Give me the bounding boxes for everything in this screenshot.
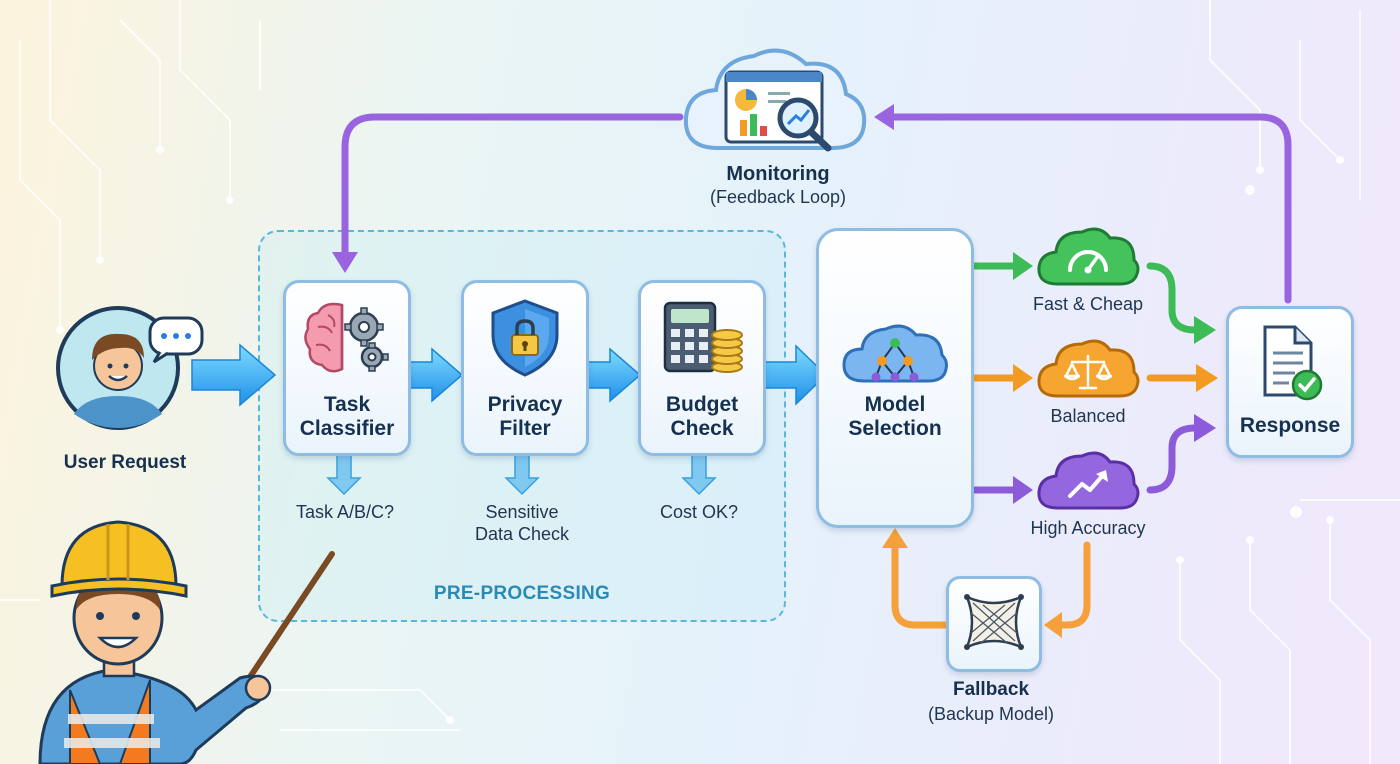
speedometer-icon xyxy=(1068,250,1108,274)
model-selection-title: Model Selection xyxy=(848,393,942,440)
fast-cheap-label: Fast & Cheap xyxy=(1032,294,1144,314)
engineer-illustration xyxy=(38,520,335,764)
response-node: Response xyxy=(1226,306,1354,458)
calculator-coins-icon xyxy=(663,301,743,373)
privacy-filter-title: Privacy Filter xyxy=(487,393,563,440)
user-request-label: User Request xyxy=(63,452,187,473)
task-classifier-title: Task Classifier xyxy=(299,393,395,440)
user-avatar-icon xyxy=(56,306,204,430)
scales-icon xyxy=(1063,354,1113,390)
safety-net-icon xyxy=(964,594,1024,650)
fallback-node xyxy=(946,576,1042,672)
feedback-arrowheads xyxy=(332,104,894,273)
fallback-loop-arrow xyxy=(891,541,1091,629)
main-flow-arrows xyxy=(191,343,828,407)
pre-processing-title: PRE-PROCESSING xyxy=(433,583,611,604)
monitoring-subtitle: (Feedback Loop) xyxy=(709,187,847,207)
route-arrowheads xyxy=(1013,252,1218,504)
feedback-loop-arrow xyxy=(341,113,1292,304)
budget-check-node: Budget Check xyxy=(638,280,766,456)
high-accuracy-label: High Accuracy xyxy=(1030,518,1146,538)
fallback-title: Fallback xyxy=(952,679,1030,700)
privacy-filter-output: Sensitive Data Check xyxy=(474,502,570,544)
response-title: Response xyxy=(1239,414,1341,437)
monitoring-cloud-icon xyxy=(683,48,867,152)
brain-gears-icon xyxy=(304,302,389,373)
output-arrows xyxy=(326,454,717,496)
trend-up-icon xyxy=(1068,470,1108,498)
fallback-subtitle: (Backup Model) xyxy=(927,704,1055,724)
budget-check-title: Budget Check xyxy=(665,393,739,440)
high-accuracy-cloud xyxy=(1037,451,1140,510)
monitoring-title: Monitoring xyxy=(726,163,830,185)
task-classifier-output: Task A/B/C? xyxy=(295,502,395,522)
document-check-icon xyxy=(1263,325,1323,401)
task-classifier-node: Task Classifier xyxy=(283,280,411,456)
balanced-cloud xyxy=(1037,339,1140,398)
cloud-network-icon xyxy=(842,324,948,383)
balanced-label: Balanced xyxy=(1050,406,1126,426)
privacy-filter-node: Privacy Filter xyxy=(461,280,589,456)
fast-cheap-cloud xyxy=(1037,227,1140,286)
model-selection-node: Model Selection xyxy=(816,228,974,528)
shield-lock-icon xyxy=(491,299,559,377)
budget-check-output: Cost OK? xyxy=(659,502,739,522)
